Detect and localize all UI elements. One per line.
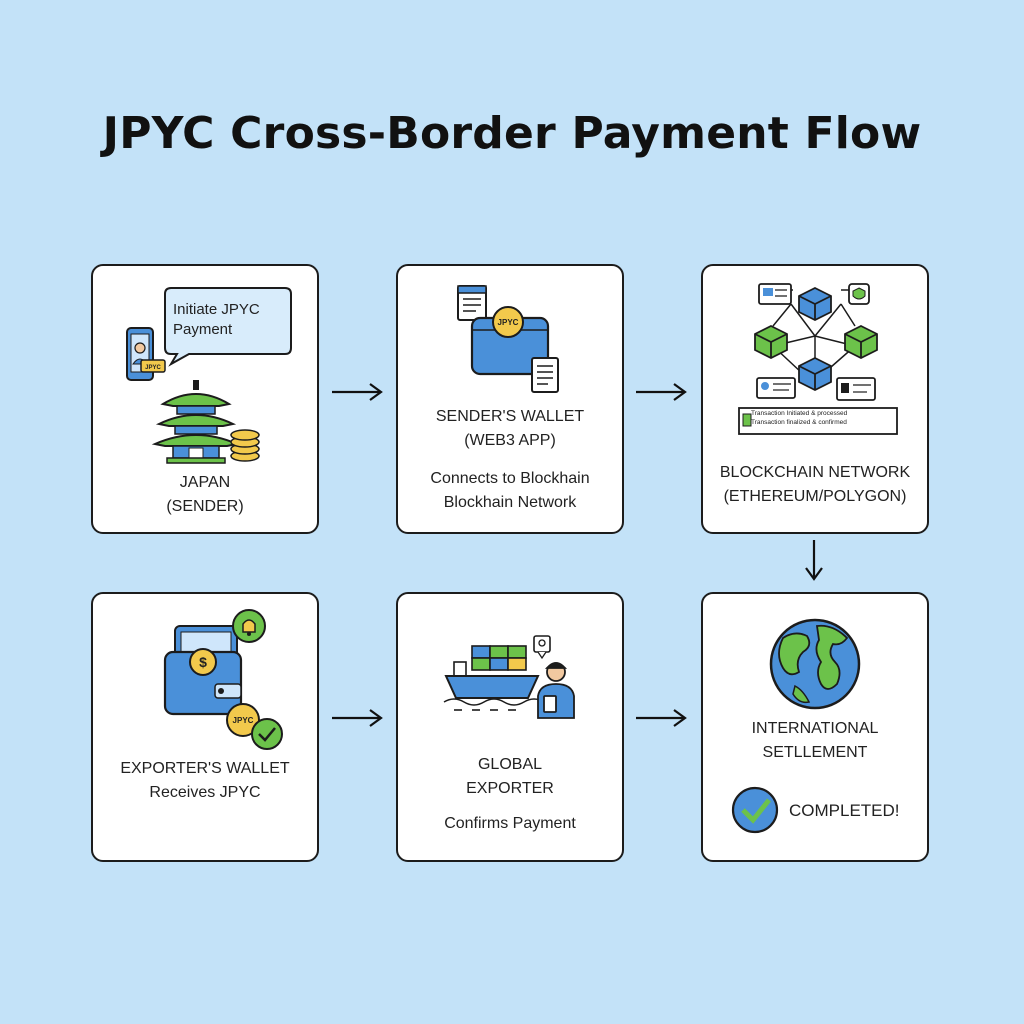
wallet-icon — [163, 650, 243, 716]
check-circle-icon — [731, 786, 779, 834]
svg-text:JPYC: JPYC — [145, 365, 161, 371]
step-label-line-2: EXPORTER — [466, 780, 554, 797]
jpyc-coin-icon: JPYC — [226, 703, 260, 737]
settlement-illustration — [731, 618, 861, 834]
step-senders-wallet: JPYC SENDER'S WALLET (WEB3 APP) Connects… — [396, 264, 624, 534]
pagoda-icon — [151, 380, 241, 464]
location-pin-icon — [533, 635, 551, 660]
svg-text:JPYC: JPYC — [233, 716, 254, 725]
arrow-right-icon — [332, 383, 383, 401]
step-label-line-2: (SENDER) — [166, 498, 244, 515]
step-description-line-1: Connects to Blockhain — [430, 470, 590, 487]
shield-icon — [848, 283, 870, 305]
id-card-icon — [756, 377, 796, 399]
exporter-illustration — [443, 635, 575, 719]
step-label-line-1: EXPORTER'S WALLET — [120, 760, 290, 777]
step-label-line-2: (ETHEREUM/POLYGON) — [723, 488, 907, 505]
arrow-right-icon — [636, 383, 687, 401]
step-label-line-1: INTERNATIONAL — [751, 720, 879, 737]
document-icon — [457, 285, 487, 321]
step-japan-sender: JPYC Initiate JPYC Payment JAPAN (SENDER… — [91, 264, 319, 534]
svg-text:$: $ — [199, 654, 207, 670]
step-international-settlement: INTERNATIONAL SETLLEMENT COMPLETED! — [701, 592, 929, 862]
step-label-line-1: GLOBAL — [477, 756, 543, 773]
blockchain-illustration — [738, 283, 898, 435]
arrow-right-icon — [636, 709, 687, 727]
jpyc-coin-icon: JPYC — [492, 306, 524, 338]
transaction-status-line-1: Transaction Initiated & processed — [751, 410, 848, 417]
bell-icon — [232, 609, 266, 643]
step-exporters-wallet: $ JPYC EXPORTER'S WALLET Receives JPYC — [91, 592, 319, 862]
cargo-ship-icon — [443, 645, 545, 711]
receipt-icon — [531, 357, 559, 393]
step-blockchain-network: Transaction Initiated & processed Transa… — [701, 264, 929, 534]
arrow-right-icon — [332, 709, 383, 727]
step-label-line-2: SETLLEMENT — [762, 744, 868, 761]
step-label-line-2: Receives JPYC — [149, 784, 261, 801]
step-label-line-1: SENDER'S WALLET — [435, 408, 585, 425]
wallet-illustration: JPYC — [457, 285, 559, 393]
status-bar-icon — [738, 407, 898, 435]
step-label-line-1: BLOCKCHAIN NETWORK — [719, 464, 911, 481]
worker-icon — [537, 662, 575, 719]
dollar-coin-icon: $ — [189, 648, 217, 676]
speech-bubble-icon — [164, 287, 292, 367]
transaction-status-line-2: Transaction finalized & confirmed — [751, 419, 847, 426]
step-label-line-2: (WEB3 APP) — [464, 432, 556, 449]
japan-illustration: JPYC — [126, 287, 292, 464]
arrow-down-icon — [805, 540, 823, 581]
step-global-exporter: GLOBAL EXPORTER Confirms Payment — [396, 592, 624, 862]
screen-card-icon — [758, 283, 792, 305]
svg-text:JPYC: JPYC — [498, 318, 519, 327]
coin-stack-icon — [230, 429, 260, 462]
step-description-line-1: Confirms Payment — [444, 815, 576, 832]
profile-card-icon — [836, 377, 876, 401]
block-cube-icon — [754, 286, 878, 392]
jpyc-tag-icon: JPYC — [140, 359, 166, 373]
bubble-text: Initiate JPYC Payment — [173, 301, 260, 338]
step-description-line-2: Blockhain Network — [443, 494, 577, 511]
globe-icon — [769, 618, 861, 710]
diagram-title: JPYC Cross-Border Payment Flow — [102, 108, 922, 159]
step-label-line-1: JAPAN — [179, 474, 231, 491]
completed-status: COMPLETED! — [789, 801, 900, 820]
exporter-wallet-illustration: $ JPYC — [163, 609, 283, 750]
check-badge-icon — [251, 718, 283, 750]
